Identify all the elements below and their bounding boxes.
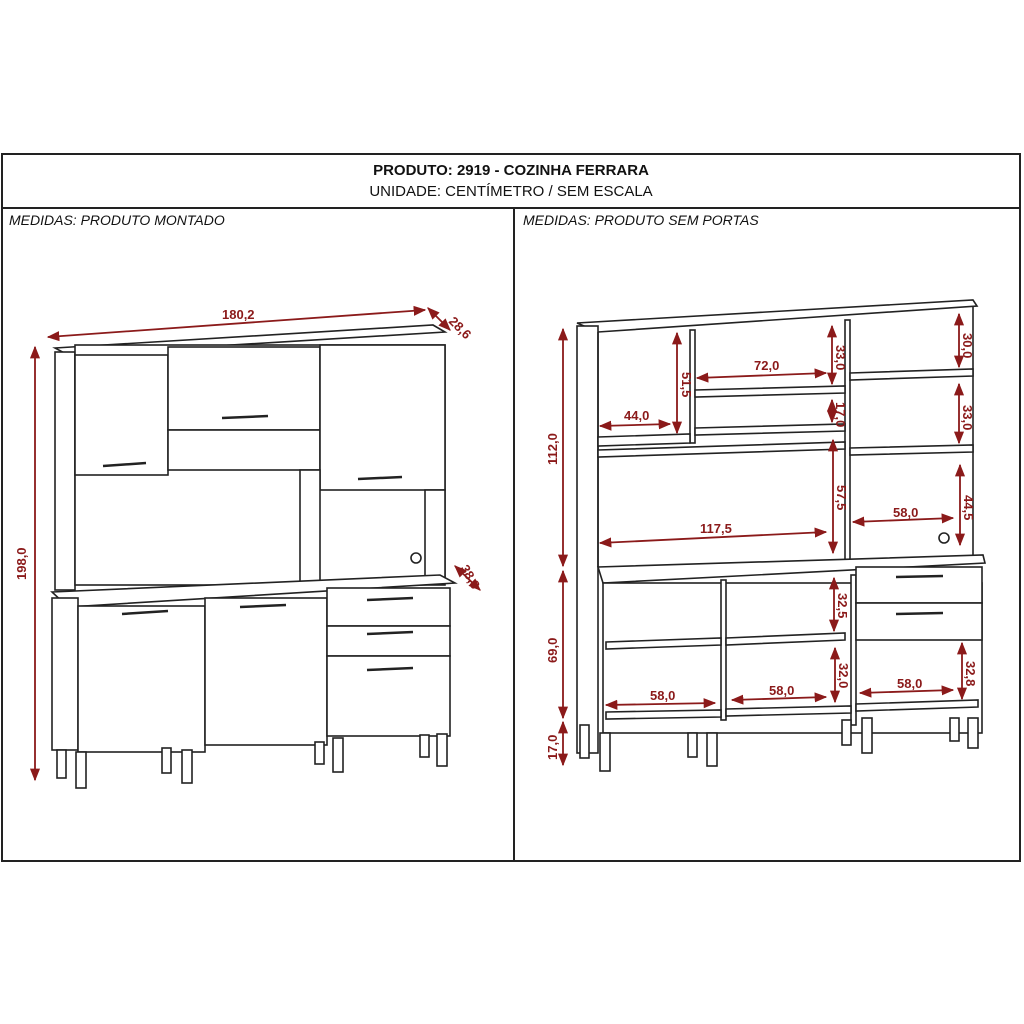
assembled-dimensions xyxy=(29,305,481,782)
dim-open-width: 117,5 xyxy=(700,521,732,536)
drawer-2 xyxy=(326,625,451,657)
upper-right-door xyxy=(319,344,446,491)
dim-mid-niche-height: 17,0 xyxy=(833,402,848,427)
dim-base-shelf-top-height: 32,5 xyxy=(835,593,850,618)
dim-base-right-height: 32,8 xyxy=(963,661,978,686)
dim-base-right-width: 58,0 xyxy=(897,676,922,691)
dim-base-shelf-bottom-height: 32,0 xyxy=(836,663,851,688)
dim-base-left-width: 58,0 xyxy=(650,688,675,703)
dim-base-height: 69,0 xyxy=(545,638,560,663)
dim-hutch-height: 112,0 xyxy=(545,433,560,465)
dim-right-low-height: 44,5 xyxy=(961,495,976,520)
drawer-2-open xyxy=(855,602,983,641)
dim-base-mid-width: 58,0 xyxy=(769,683,794,698)
left-panel-label: MEDIDAS: PRODUTO MONTADO xyxy=(9,212,225,228)
dim-leg-height: 17,0 xyxy=(545,735,560,760)
dim-right-top-height: 30,0 xyxy=(960,333,975,358)
dim-upper-mid-height: 33,0 xyxy=(833,345,848,370)
dim-width: 180,2 xyxy=(222,307,255,322)
right-panel-label: MEDIDAS: PRODUTO SEM PORTAS xyxy=(523,212,759,228)
dim-top-depth: 28,6 xyxy=(446,314,475,343)
dim-open-height: 57,5 xyxy=(834,485,849,510)
upper-left-door xyxy=(74,354,169,476)
drawer-1-open xyxy=(855,566,983,604)
assembled-cabinet-drawing xyxy=(50,324,458,789)
drawing-frame: PRODUTO: 2919 - COZINHA FERRARA UNIDADE:… xyxy=(1,153,1021,862)
dim-upper-left-height: 51,5 xyxy=(679,372,694,397)
dim-right-low-width: 58,0 xyxy=(893,505,918,520)
doorless-cabinet-drawing xyxy=(576,299,987,772)
dim-upper-left-width: 44,0 xyxy=(624,408,649,423)
panel-divider xyxy=(513,207,515,860)
drawer-1 xyxy=(326,587,451,627)
dim-height: 198,0 xyxy=(14,547,29,580)
unit-subtitle: UNIDADE: CENTÍMETRO / SEM ESCALA xyxy=(369,183,653,200)
dim-base-depth: 38,8 xyxy=(457,562,483,591)
product-title: PRODUTO: 2919 - COZINHA FERRARA xyxy=(373,162,649,179)
title-block: PRODUTO: 2919 - COZINHA FERRARA UNIDADE:… xyxy=(3,155,1019,209)
base-left-door xyxy=(77,605,206,753)
doorless-dimensions xyxy=(557,312,968,767)
base-middle-door xyxy=(204,597,328,746)
dim-right-mid-height: 33,0 xyxy=(960,405,975,430)
dim-upper-mid-width: 72,0 xyxy=(754,358,779,373)
